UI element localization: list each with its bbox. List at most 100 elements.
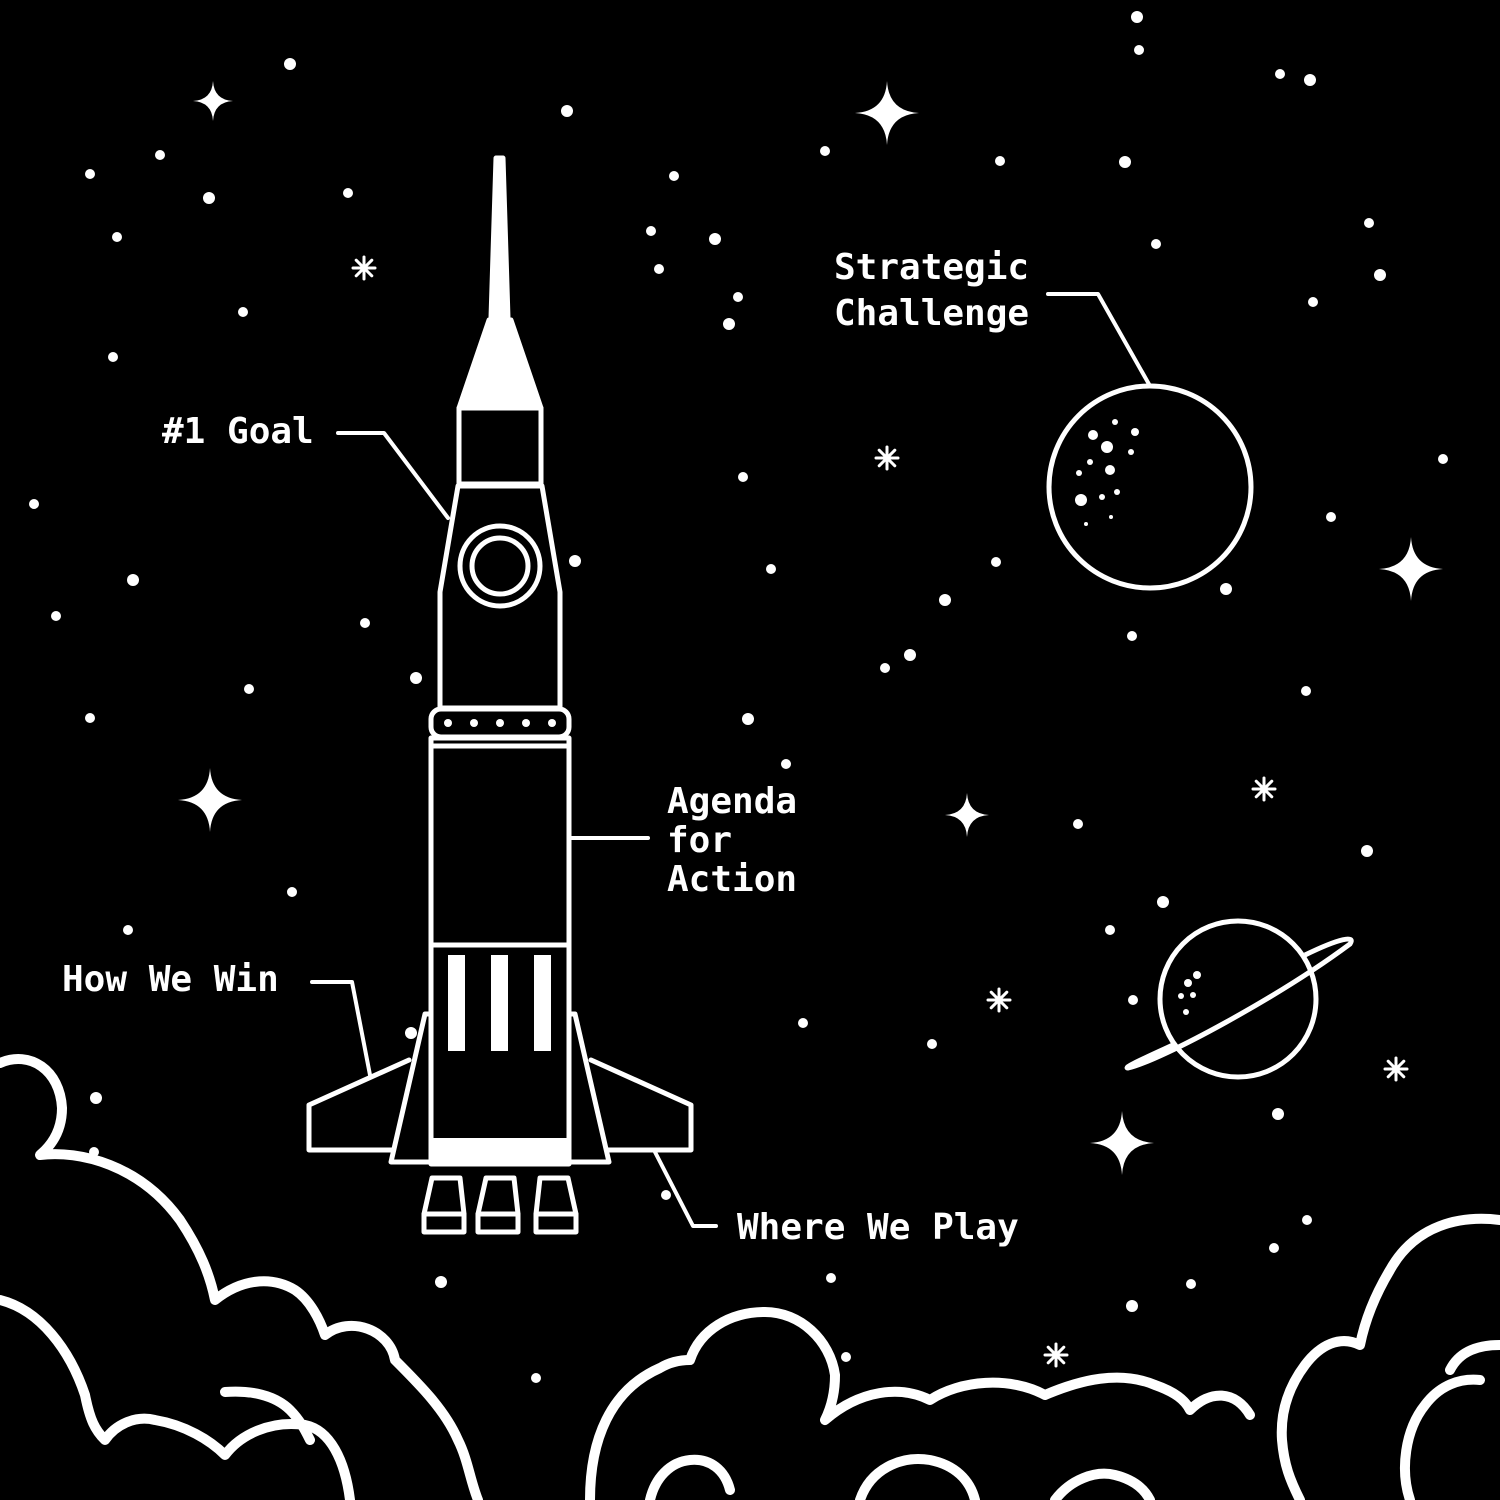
star-dot — [841, 1352, 851, 1362]
star-dot — [1326, 512, 1336, 522]
star-dot — [238, 307, 248, 317]
leader-lines — [310, 292, 1152, 1228]
sparkle-stars — [178, 81, 1443, 1175]
star-dots — [29, 11, 1448, 1383]
star-icon — [1379, 537, 1443, 601]
star-dot — [1127, 631, 1137, 641]
star-dot — [1364, 218, 1374, 228]
star-dot — [1304, 74, 1316, 86]
star-dot — [112, 232, 122, 242]
star-icon — [1251, 776, 1277, 802]
star-icon — [874, 445, 900, 471]
star-dot — [1302, 1215, 1312, 1225]
cloud-left-inner — [220, 1386, 315, 1445]
star-dot — [1275, 69, 1285, 79]
star-dot — [995, 156, 1005, 166]
star-dot — [410, 672, 422, 684]
star-dot — [733, 292, 743, 302]
star-dot — [85, 713, 95, 723]
star-icon — [193, 81, 233, 121]
ringed-planet-icon — [1124, 918, 1354, 1080]
star-dot — [561, 105, 573, 117]
star-dot — [654, 264, 664, 274]
star-icon — [1383, 1056, 1409, 1082]
star-icon — [945, 793, 989, 837]
star-dot — [1134, 45, 1144, 55]
star-dot — [569, 555, 581, 567]
star-dot — [51, 611, 61, 621]
cloud-right — [1276, 1213, 1500, 1500]
star-dot — [939, 594, 951, 606]
star-dot — [991, 557, 1001, 567]
strategic-challenge-label: Strategic Challenge — [834, 247, 1030, 334]
strategic-leader — [1046, 292, 1152, 388]
cloud-center-low3 — [855, 1454, 980, 1500]
cloud-left-top — [0, 1054, 483, 1500]
star-dot — [904, 649, 916, 661]
star-dot — [781, 759, 791, 769]
star-dot — [1128, 995, 1138, 1005]
star-dot — [127, 574, 139, 586]
star-dot — [90, 1092, 102, 1104]
star-dot — [203, 192, 215, 204]
star-dot — [360, 618, 370, 628]
star-dot — [669, 171, 679, 181]
star-dot — [1438, 454, 1448, 464]
whereweplay-leader — [653, 1150, 718, 1228]
star-dot — [287, 887, 297, 897]
star-icon — [986, 987, 1012, 1013]
star-dot — [29, 499, 39, 509]
star-dot — [661, 1190, 671, 1200]
star-dot — [1151, 239, 1161, 249]
star-dot — [284, 58, 296, 70]
star-dot — [1361, 845, 1373, 857]
cloud-center-low2 — [1050, 1468, 1155, 1500]
star-dot — [1269, 1243, 1279, 1253]
star-dot — [766, 564, 776, 574]
star-dot — [1131, 11, 1143, 23]
cloud-icon — [0, 1054, 1500, 1500]
howwewin-leader — [310, 980, 372, 1077]
star-icon — [178, 768, 242, 832]
star-icon — [351, 255, 377, 281]
star-dot — [798, 1018, 808, 1028]
star-dot — [826, 1273, 836, 1283]
star-dot — [1301, 686, 1311, 696]
star-icon — [1043, 1342, 1069, 1368]
star-dot — [405, 1027, 417, 1039]
star-dot — [435, 1276, 447, 1288]
star-dot — [1157, 896, 1169, 908]
asterisk-stars — [351, 255, 1409, 1368]
star-dot — [1220, 583, 1232, 595]
star-dot — [531, 1373, 541, 1383]
star-dot — [738, 472, 748, 482]
goal-label: #1 Goal — [162, 411, 314, 452]
star-dot — [1308, 297, 1318, 307]
star-dot — [646, 226, 656, 236]
star-dot — [880, 663, 890, 673]
goal-leader — [336, 431, 450, 520]
star-dot — [1186, 1279, 1196, 1289]
star-icon — [1090, 1111, 1154, 1175]
star-dot — [1126, 1300, 1138, 1312]
star-dot — [820, 146, 830, 156]
star-dot — [1105, 925, 1115, 935]
star-dot — [108, 352, 118, 362]
star-dot — [927, 1039, 937, 1049]
star-dot — [85, 169, 95, 179]
cloud-center — [585, 1307, 1255, 1500]
star-dot — [1119, 156, 1131, 168]
star-dot — [1272, 1108, 1284, 1120]
star-icon — [855, 81, 919, 145]
star-dot — [742, 713, 754, 725]
cloud-right-low — [1400, 1374, 1485, 1500]
star-dot — [723, 318, 735, 330]
cloud-right-edge — [1445, 1340, 1500, 1375]
star-dot — [709, 233, 721, 245]
star-dot — [1073, 819, 1083, 829]
star-dot — [155, 150, 165, 160]
where-we-play-label: Where We Play — [737, 1207, 1019, 1248]
star-dot — [1374, 269, 1386, 281]
how-we-win-label: How We Win — [62, 959, 279, 1000]
